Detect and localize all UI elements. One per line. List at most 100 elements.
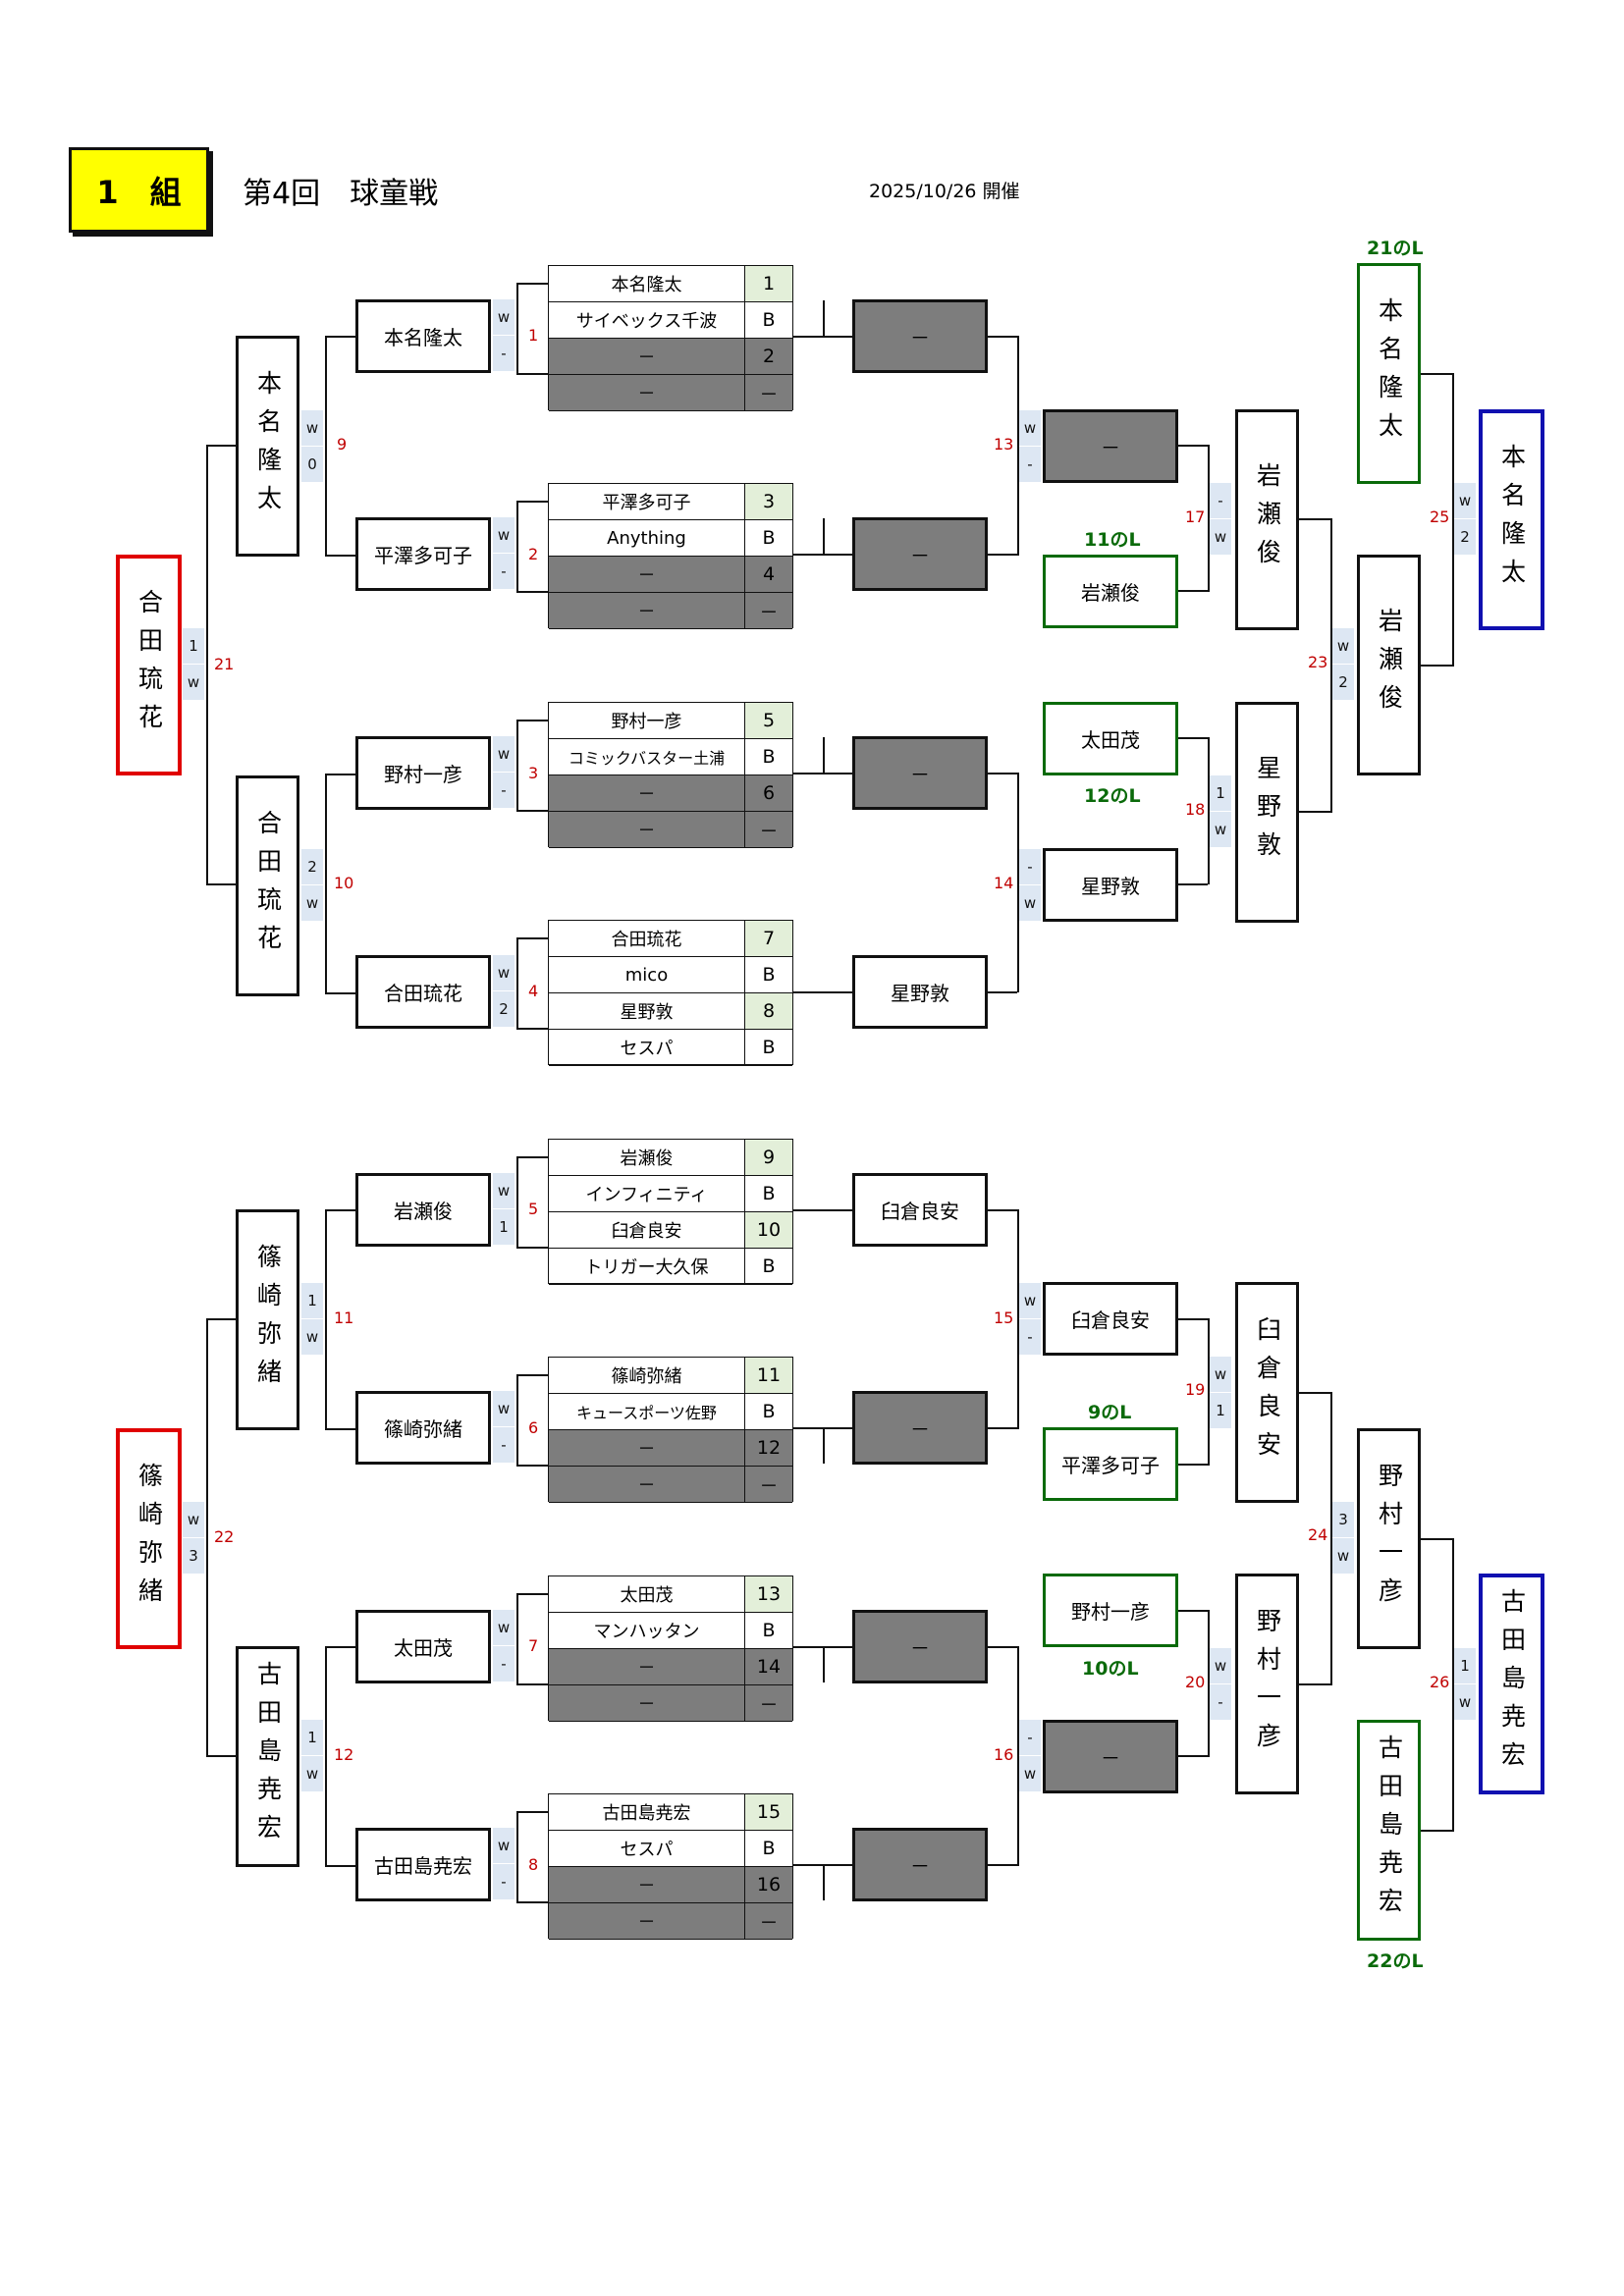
wr1-slot-5[interactable]: 岩瀬俊 (355, 1173, 491, 1247)
wr1-slot-2[interactable]: 平澤多可子 (355, 517, 491, 591)
winner-top[interactable]: 合田琉花 (116, 555, 182, 775)
bracket-connector-line (1208, 1610, 1210, 1757)
lr1-slot-2[interactable]: － (852, 517, 988, 591)
bracket-connector-line (325, 1209, 355, 1211)
wr2-slot-3[interactable]: 篠崎弥緒 (236, 1209, 299, 1430)
match-number-4: 4 (528, 982, 539, 1000)
drop-slot-12L[interactable]: 太田茂 (1043, 702, 1178, 775)
lr1-slot-8[interactable]: － (852, 1828, 988, 1901)
seed-number: B (745, 1394, 792, 1430)
bracket-connector-line (1421, 373, 1452, 375)
bracket-connector-line (988, 554, 1017, 556)
score-m7-b: - (493, 1646, 514, 1682)
bracket-connector-line (988, 1646, 1017, 1648)
seed-number: 6 (745, 775, 792, 812)
lr1-slot-3[interactable]: － (852, 736, 988, 810)
lr1-slot-6[interactable]: － (852, 1391, 988, 1465)
bracket-connector-line (823, 336, 852, 338)
bracket-connector-line (988, 1209, 1017, 1211)
lr4-slot-1[interactable]: 岩瀬俊 (1357, 555, 1421, 775)
lr2-slot-1[interactable]: － (1043, 409, 1178, 483)
wr1-slot-6[interactable]: 篠崎弥緒 (355, 1391, 491, 1465)
drop-label-9L: 9のL (1088, 1402, 1132, 1423)
lr1-slot-7[interactable]: － (852, 1610, 988, 1683)
winner-bottom[interactable]: 篠崎弥緒 (116, 1428, 182, 1649)
bracket-connector-line (1178, 737, 1208, 739)
seed-name: キュースポーツ佐野 (549, 1394, 745, 1430)
wr2-slot-2[interactable]: 合田琉花 (236, 775, 299, 996)
seed-name: 臼倉良安 (549, 1212, 745, 1249)
wr1-slot-1[interactable]: 本名隆太 (355, 299, 491, 373)
bracket-connector-line (1299, 1683, 1330, 1685)
score-m11-b: w (301, 1319, 323, 1355)
lr1-slot-1[interactable]: － (852, 299, 988, 373)
seed-name: Anything (549, 520, 745, 557)
lr2-slot-2[interactable]: 星野敦 (1043, 848, 1178, 922)
bracket-connector-line (516, 1028, 548, 1030)
wr1-slot-7[interactable]: 太田茂 (355, 1610, 491, 1683)
seed-number: 3 (745, 484, 792, 520)
seed-number: － (745, 812, 792, 848)
bracket-connector-line (516, 937, 518, 1028)
lr3-slot-3[interactable]: 臼倉良安 (1235, 1282, 1299, 1503)
seed-name: 太田茂 (549, 1576, 745, 1613)
drop-slot-21L[interactable]: 本名隆太 (1357, 263, 1421, 484)
drop-slot-10L[interactable]: 野村一彦 (1043, 1574, 1178, 1647)
wr1-slot-4[interactable]: 合田琉花 (355, 955, 491, 1029)
seed-name: 篠崎弥緒 (549, 1358, 745, 1394)
bracket-connector-line (988, 336, 1017, 338)
seed-name: セスパ (549, 1831, 745, 1867)
bracket-connector-line (516, 1811, 548, 1813)
seed-row: －4 (549, 557, 792, 593)
bracket-connector-line (206, 445, 208, 884)
seed-number: 10 (745, 1212, 792, 1249)
wr1-slot-3[interactable]: 野村一彦 (355, 736, 491, 810)
wr1-slot-8[interactable]: 古田島尭宏 (355, 1828, 491, 1901)
bracket-connector-line (516, 501, 548, 503)
seed-name: セスパ (549, 1030, 745, 1066)
wr2-slot-1[interactable]: 本名隆太 (236, 336, 299, 557)
lr3-slot-2[interactable]: 星野敦 (1235, 702, 1299, 923)
score-m26-b: w (1454, 1684, 1476, 1720)
bracket-connector-line (325, 336, 355, 338)
drop-slot-22L[interactable]: 古田島尭宏 (1357, 1720, 1421, 1941)
lr2-slot-3[interactable]: 臼倉良安 (1043, 1282, 1178, 1356)
seed-row: －－ (549, 593, 792, 629)
drop-slot-11L[interactable]: 岩瀬俊 (1043, 555, 1178, 628)
match-number-14: 14 (994, 874, 1014, 892)
bracket-connector-line (325, 992, 355, 994)
bracket-connector-line (1421, 1538, 1452, 1540)
seed-name: 岩瀬俊 (549, 1140, 745, 1176)
lr1-slot-4[interactable]: 星野敦 (852, 955, 988, 1029)
score-m23-a: w (1332, 628, 1354, 664)
match-number-5: 5 (528, 1200, 539, 1218)
lr1-slot-5[interactable]: 臼倉良安 (852, 1173, 988, 1247)
seed-name: 野村一彦 (549, 703, 745, 739)
lr3-slot-1[interactable]: 岩瀬俊 (1235, 409, 1299, 630)
bracket-connector-line (793, 773, 823, 774)
wr2-slot-4[interactable]: 古田島尭宏 (236, 1646, 299, 1867)
lr3-slot-4[interactable]: 野村一彦 (1235, 1574, 1299, 1794)
bracket-connector-line (325, 1865, 355, 1867)
finalist-bottom[interactable]: 古田島尭宏 (1479, 1574, 1544, 1794)
seed-row: －－ (549, 1467, 792, 1503)
score-m10-a: 2 (301, 849, 323, 884)
seed-name: 星野敦 (549, 993, 745, 1030)
match-number-3: 3 (528, 764, 539, 782)
bracket-connector-line (1208, 1318, 1210, 1466)
seed-number: 12 (745, 1430, 792, 1467)
finalist-top[interactable]: 本名隆太 (1479, 409, 1544, 630)
drop-slot-9L[interactable]: 平澤多可子 (1043, 1427, 1178, 1501)
lr2-slot-4[interactable]: － (1043, 1720, 1178, 1793)
bracket-connector-line (516, 1901, 548, 1903)
lr4-slot-2[interactable]: 野村一彦 (1357, 1428, 1421, 1649)
seed-name: － (549, 339, 745, 375)
